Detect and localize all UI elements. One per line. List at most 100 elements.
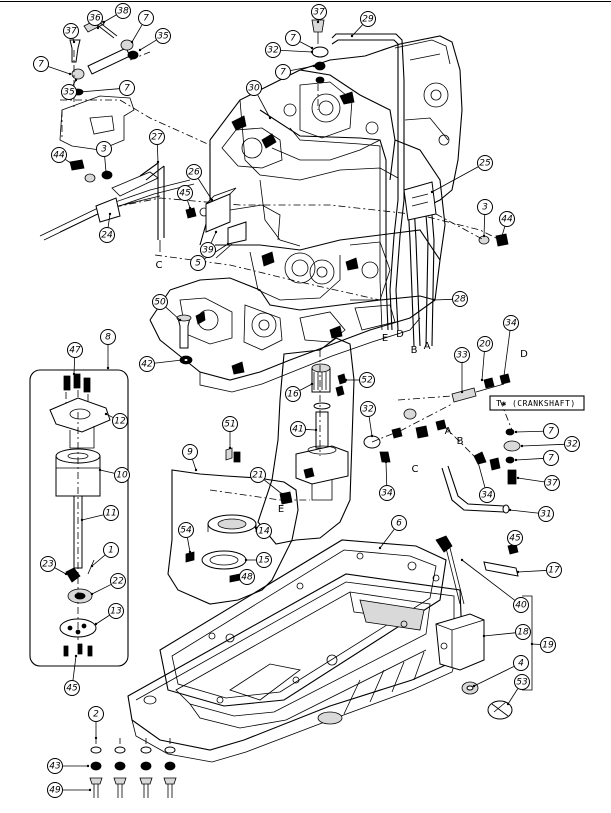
callout-circle <box>178 522 194 538</box>
callout-circle <box>265 42 281 58</box>
callout-number: 13 <box>110 607 122 617</box>
callout-circle <box>250 467 266 483</box>
leader-arrow <box>74 78 78 82</box>
line-letter-B: B <box>457 436 464 447</box>
leader-arrow <box>350 34 354 38</box>
callout-number: 6 <box>396 519 402 529</box>
callout-41: 41 <box>290 421 306 437</box>
callout-5: 5 <box>190 255 206 271</box>
leader-line <box>95 615 110 625</box>
leader-arrow <box>104 170 108 174</box>
leader-line <box>192 459 197 471</box>
callout-54: 54 <box>178 522 194 538</box>
leader-line <box>107 213 111 228</box>
callout-circle <box>152 294 168 310</box>
callout-circle <box>177 185 193 201</box>
callout-number: 3 <box>482 203 488 213</box>
leader-arrow <box>460 558 464 562</box>
leader-line <box>79 88 120 93</box>
leader-arrow <box>482 234 486 238</box>
oil-gauge-parts <box>435 535 533 720</box>
callout-22: 22 <box>110 573 126 589</box>
leader-line <box>103 14 117 23</box>
callout-circle <box>564 436 580 452</box>
callout-number: 22 <box>112 577 124 587</box>
callout-18: 18 <box>515 624 531 640</box>
callout-number: 5 <box>195 259 201 269</box>
leader-line <box>73 357 76 375</box>
callout-number: 44 <box>53 151 65 161</box>
callout-3: 3 <box>96 141 112 157</box>
callout-37: 37 <box>544 475 560 491</box>
leader-arrow <box>268 116 272 120</box>
callout-36: 36 <box>87 10 103 26</box>
leader-arrow <box>432 298 436 302</box>
callout-31: 31 <box>538 506 554 522</box>
callout-45: 45 <box>177 185 193 201</box>
leader-line <box>105 413 114 418</box>
callout-circle <box>115 3 131 19</box>
line-letter-C: C <box>156 260 163 271</box>
callout-2: 2 <box>88 706 104 722</box>
clamp-assembly-panel <box>167 447 310 605</box>
leader-line <box>104 156 107 173</box>
callout-4: 4 <box>513 655 529 671</box>
callout-number: 32 <box>267 46 279 56</box>
callout-circle <box>47 758 63 774</box>
callout-circle <box>112 413 128 429</box>
callout-circle <box>103 542 119 558</box>
leader-arrow <box>506 702 510 706</box>
leader-arrow <box>344 378 348 382</box>
crankshaft-note-text: T✱ (CRANKSHAFT) <box>496 399 576 408</box>
leader-line <box>99 469 115 474</box>
callout-circle <box>99 227 115 243</box>
callout-number: 14 <box>258 527 270 537</box>
callout-number: 26 <box>188 168 200 178</box>
leader-arrow <box>94 622 98 626</box>
callout-circle <box>222 416 238 432</box>
callout-23: 23 <box>40 556 56 572</box>
oil-pipes <box>259 19 509 347</box>
callout-circle <box>379 485 395 501</box>
callout-circle <box>100 329 116 345</box>
leader-arrow <box>108 212 112 216</box>
leader-line <box>507 688 519 705</box>
leader-line <box>187 200 191 209</box>
leader-arrow <box>98 468 102 472</box>
callout-20: 20 <box>477 336 493 352</box>
callout-number: 37 <box>546 479 558 489</box>
callout-circle <box>239 569 255 585</box>
leader-line <box>483 632 516 637</box>
callout-14: 14 <box>256 523 272 539</box>
callout-number: 47 <box>69 346 81 356</box>
leader-line <box>156 144 159 163</box>
callout-number: 7 <box>280 68 286 78</box>
leader-line <box>299 383 313 391</box>
callout-9: 9 <box>182 444 198 460</box>
leader-arrow <box>188 206 192 210</box>
leader-arrow <box>482 634 486 638</box>
callout-28: 28 <box>452 291 468 307</box>
callout-circle <box>108 603 124 619</box>
leader-arrow <box>104 412 108 416</box>
callout-38: 38 <box>115 3 131 19</box>
leader-line <box>131 24 143 43</box>
callout-number: 2 <box>93 710 99 720</box>
callout-circle <box>138 10 154 26</box>
leader-line <box>91 554 106 567</box>
callout-number: 35 <box>157 32 169 42</box>
leader-arrow <box>72 40 76 44</box>
leader-arrow <box>210 198 214 202</box>
callout-number: 36 <box>89 14 101 24</box>
callout-29: 29 <box>360 11 376 27</box>
callout-circle <box>88 706 104 722</box>
left-mid-hardware <box>39 159 247 259</box>
leader-line <box>531 643 541 645</box>
callout-circle <box>454 347 470 363</box>
leader-line <box>299 41 313 49</box>
line-letter-C: C <box>412 464 419 475</box>
callout-49: 49 <box>47 782 63 798</box>
leader-line <box>503 330 511 377</box>
callout-circle <box>33 56 49 72</box>
